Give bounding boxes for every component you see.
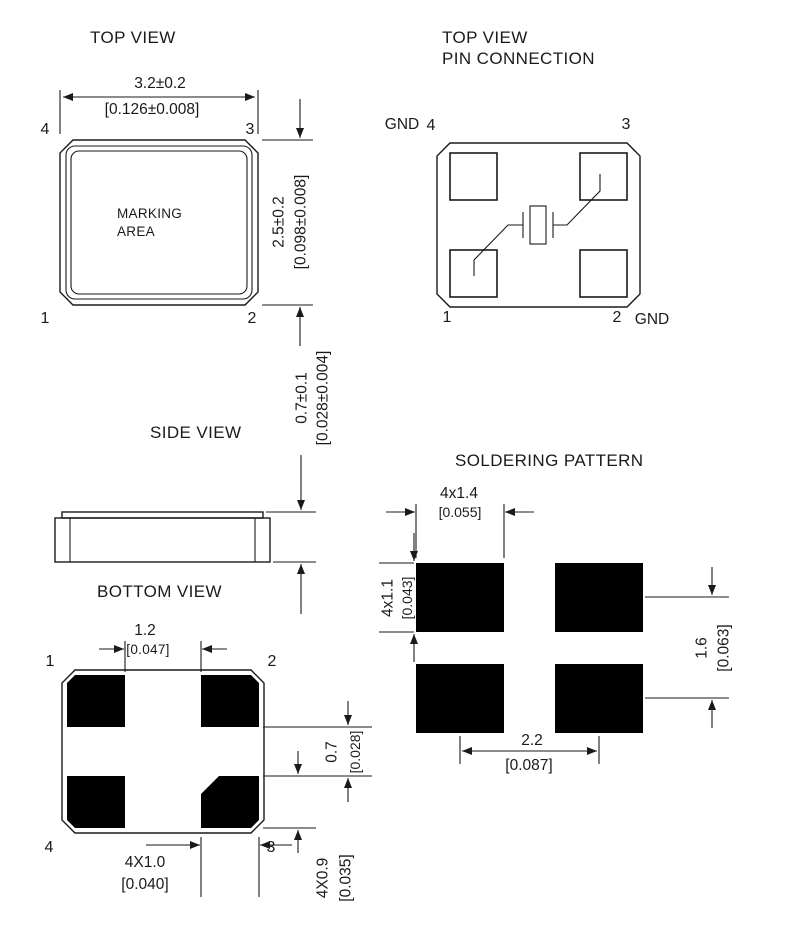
pin-connection-outline [436,142,641,308]
solder-pitch-x-inch: [0.087] [505,757,552,774]
soldering-pattern: SOLDERING PATTERN 4x1.4 [0.055] 4x1.1 [0… [379,451,732,774]
bottom-view-pin1-label: 1 [46,653,55,670]
solder-pad-top-right [555,563,643,632]
bottom-gap-y-inch: [0.028] [347,731,363,774]
crystal-lead-to-pin1 [473,224,523,276]
solder-pad-width-inch: [0.055] [439,504,482,520]
bottom-view-outline [61,669,265,834]
bottom-gap-x-inch: [0.047] [126,642,169,657]
side-view-thickness-mm: 0.7±0.1 [293,372,310,424]
pin-connection-pin3-label: 3 [622,116,631,133]
bottom-view-pin2-label: 2 [268,653,277,670]
pin-connection-pin4-label: 4 [427,117,436,134]
crystal-lead-to-pin3 [553,174,601,226]
bottom-view-pin3-label: 3 [267,839,276,856]
solder-pad-top-left [416,563,504,632]
marking-area-line2: AREA [117,224,155,239]
bottom-gap-y-mm: 0.7 [323,741,340,763]
top-view-height-mm: 2.5±0.2 [270,196,287,248]
top-view-pin3-label: 3 [246,121,255,138]
pin1-pad [449,249,498,298]
pin-connection-title-line1: TOP VIEW [442,28,528,47]
pin-connection-pin1-label: 1 [443,309,452,326]
crystal-plate-symbol [529,205,547,245]
pin2-pad [579,249,628,298]
bottom-pad-2 [201,675,259,727]
solder-pad-height-inch: [0.043] [399,577,415,620]
side-view-body [54,517,271,563]
bottom-pad-height-mm: 4X0.9 [314,858,331,899]
solder-pitch-x-mm: 2.2 [521,732,543,749]
solder-pitch-y-mm: 1.6 [693,637,710,659]
pin-connection-title-line2: PIN CONNECTION [442,49,595,68]
soldering-pattern-title: SOLDERING PATTERN [455,451,643,470]
gnd-label-bottom: GND [635,311,669,328]
top-view-height-inch: [0.098±0.008] [292,175,309,270]
side-view-thickness-inch: [0.028±0.004] [314,351,331,446]
top-view-pin2-label: 2 [248,310,257,327]
top-view-pin4-label: 4 [41,121,50,138]
solder-pitch-y-inch: [0.063] [715,624,732,671]
bottom-pad-4 [67,776,125,828]
bottom-pad-3-chamfered [201,776,259,828]
top-view: TOP VIEW MARKING AREA 4 3 1 2 3.2±0.2 [0… [41,28,313,346]
side-view-lid [61,511,264,519]
side-view-title: SIDE VIEW [150,423,241,442]
top-view-width-mm: 3.2±0.2 [134,75,186,92]
top-view-width-inch: [0.126±0.008] [105,101,200,118]
bottom-view-pin4-label: 4 [45,839,54,856]
bottom-view-title: BOTTOM VIEW [97,582,222,601]
bottom-pad-width-mm: 4X1.0 [125,854,166,871]
bottom-pad-height-inch: [0.035] [337,854,354,901]
solder-pad-bottom-right [555,664,643,733]
pin3-pad [579,152,628,201]
marking-area-line1: MARKING [117,206,182,221]
solder-pad-height-mm: 4x1.1 [379,579,396,617]
solder-pad-bottom-left [416,664,504,733]
gnd-label-top: GND [385,116,419,133]
pin4-pad [449,152,498,201]
top-view-pin1-label: 1 [41,310,50,327]
top-view-outline [59,139,259,306]
side-view: SIDE VIEW 0.7±0.1 [0.028±0.004] [54,351,331,614]
bottom-gap-x-mm: 1.2 [134,622,156,639]
pin-connection-pin2-label: 2 [613,309,622,326]
pin-connection-view: TOP VIEW PIN CONNECTION GND 4 3 1 2 GND [385,28,669,328]
bottom-view: BOTTOM VIEW 1 2 4 3 1.2 [0.047] 0.7 [0.0… [45,582,372,902]
bottom-pad-width-inch: [0.040] [121,876,168,893]
top-view-lid-inner [70,150,248,295]
top-view-title: TOP VIEW [90,28,176,47]
solder-pad-width-mm: 4x1.4 [440,485,478,502]
bottom-pad-1 [67,675,125,727]
top-view-lid-outer [65,145,253,300]
